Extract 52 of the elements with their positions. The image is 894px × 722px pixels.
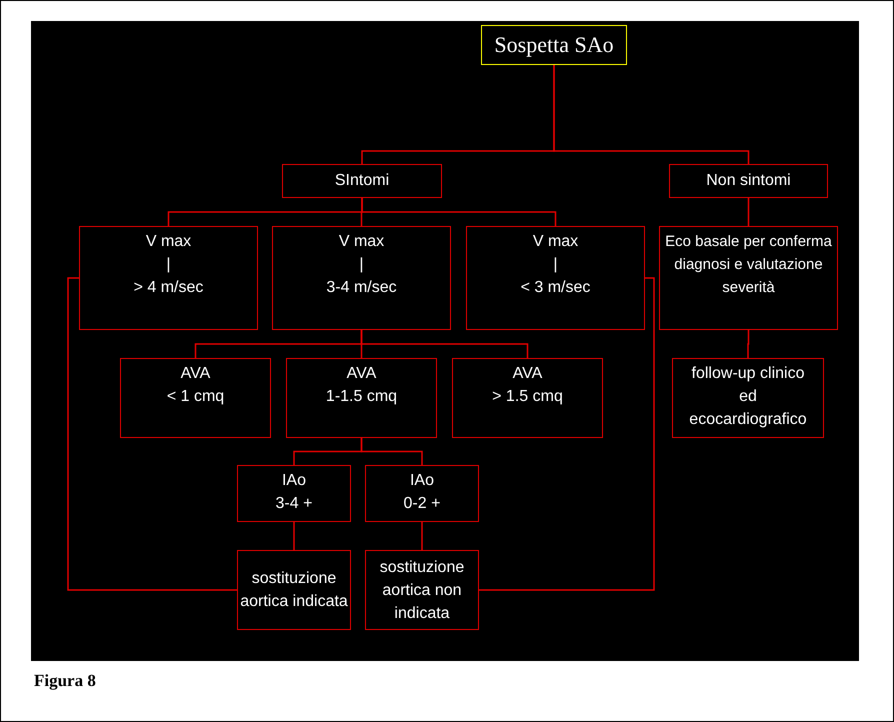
node-text: IAo [282,471,306,491]
connector-line [67,277,237,591]
node-text: 3-4 m/sec [326,278,397,298]
process-box [120,358,271,438]
process-box [669,164,828,198]
process-box [79,226,258,330]
node-text: AVA [512,364,542,384]
connector-line [553,65,750,164]
process-box [365,465,479,522]
node-text: > 4 m/sec [134,278,204,298]
node-text: sostituzione aortica indicata [239,569,349,612]
node-text: 3-4 + [276,494,312,514]
process-box [481,25,627,65]
process-box [672,358,824,438]
node-text: AVA [180,364,210,384]
node-text: 0-2 + [404,494,440,514]
node-text: V max [146,232,192,252]
node-text: IAo [410,471,434,491]
node-text: > 1.5 cmq [492,387,563,407]
node-text: SIntomi [334,171,390,191]
node-text: follow-up clinico ed ecocardiografico [688,364,808,430]
node-text: Eco basale per conferma diagnosi e valutazione severità [664,232,833,298]
node-text: | [359,255,364,275]
process-box [237,550,351,630]
process-box [286,358,437,438]
node-text: AVA [346,364,376,384]
connector-line [360,438,423,465]
connector-line [293,522,295,550]
node-text: | [166,255,171,275]
connector-line [747,330,750,358]
connector-line [421,522,423,550]
process-box [237,465,351,522]
node-text: V max [338,232,384,252]
connector-line [361,198,556,226]
process-box [659,226,838,330]
node-text: Sospetta SAo [494,34,614,56]
process-box [452,358,603,438]
connector-line [748,198,750,226]
node-text: < 3 m/sec [520,278,590,298]
node-text: Non sintomi [706,171,791,191]
process-box [365,550,479,630]
node-text: < 1 cmq [166,387,224,407]
node-text: sostituzione aortica non indicata [378,558,466,624]
connector-line [479,277,655,591]
process-box [282,164,442,198]
figure-caption: Figura 8 [34,671,96,691]
node-text: V max [532,232,578,252]
process-box [272,226,451,330]
node-text: | [553,255,558,275]
connector-line [360,330,528,358]
node-text: 1-1.5 cmq [326,387,398,407]
process-box [466,226,645,330]
